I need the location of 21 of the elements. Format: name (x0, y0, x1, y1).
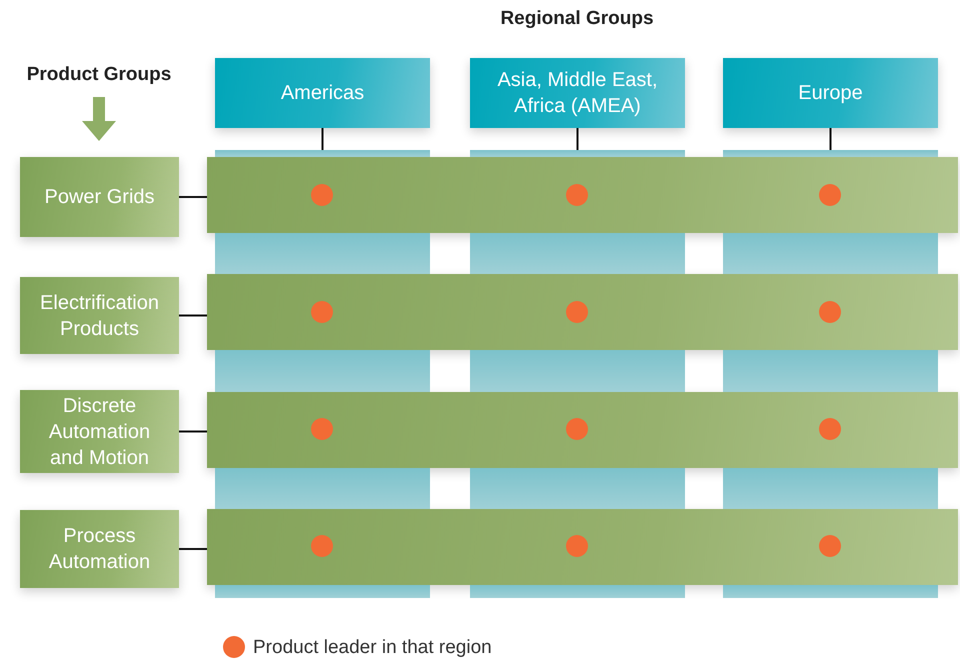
connector-line (179, 548, 207, 550)
product-row-band (207, 157, 958, 233)
connector-line (179, 314, 207, 316)
connector-line (576, 128, 578, 150)
region-box: Asia, Middle East, Africa (AMEA) (470, 58, 685, 128)
connector-line (830, 128, 832, 150)
product-box: Discrete Automation and Motion (20, 390, 179, 473)
product-box: Electrification Products (20, 277, 179, 354)
connector-line (322, 128, 324, 150)
product-row-band (207, 274, 958, 350)
group-heading: Regional Groups (500, 8, 654, 30)
group-heading: Product Groups (26, 64, 172, 86)
product-box: Process Automation (20, 510, 179, 588)
product-row-band (207, 509, 958, 585)
connector-line (179, 196, 207, 198)
product-box: Power Grids (20, 157, 179, 237)
region-box: Europe (723, 58, 938, 128)
legend-text: Product leader in that region (253, 637, 492, 659)
product-row-band (207, 392, 958, 468)
connector-line (179, 430, 207, 432)
region-box: Americas (215, 58, 430, 128)
